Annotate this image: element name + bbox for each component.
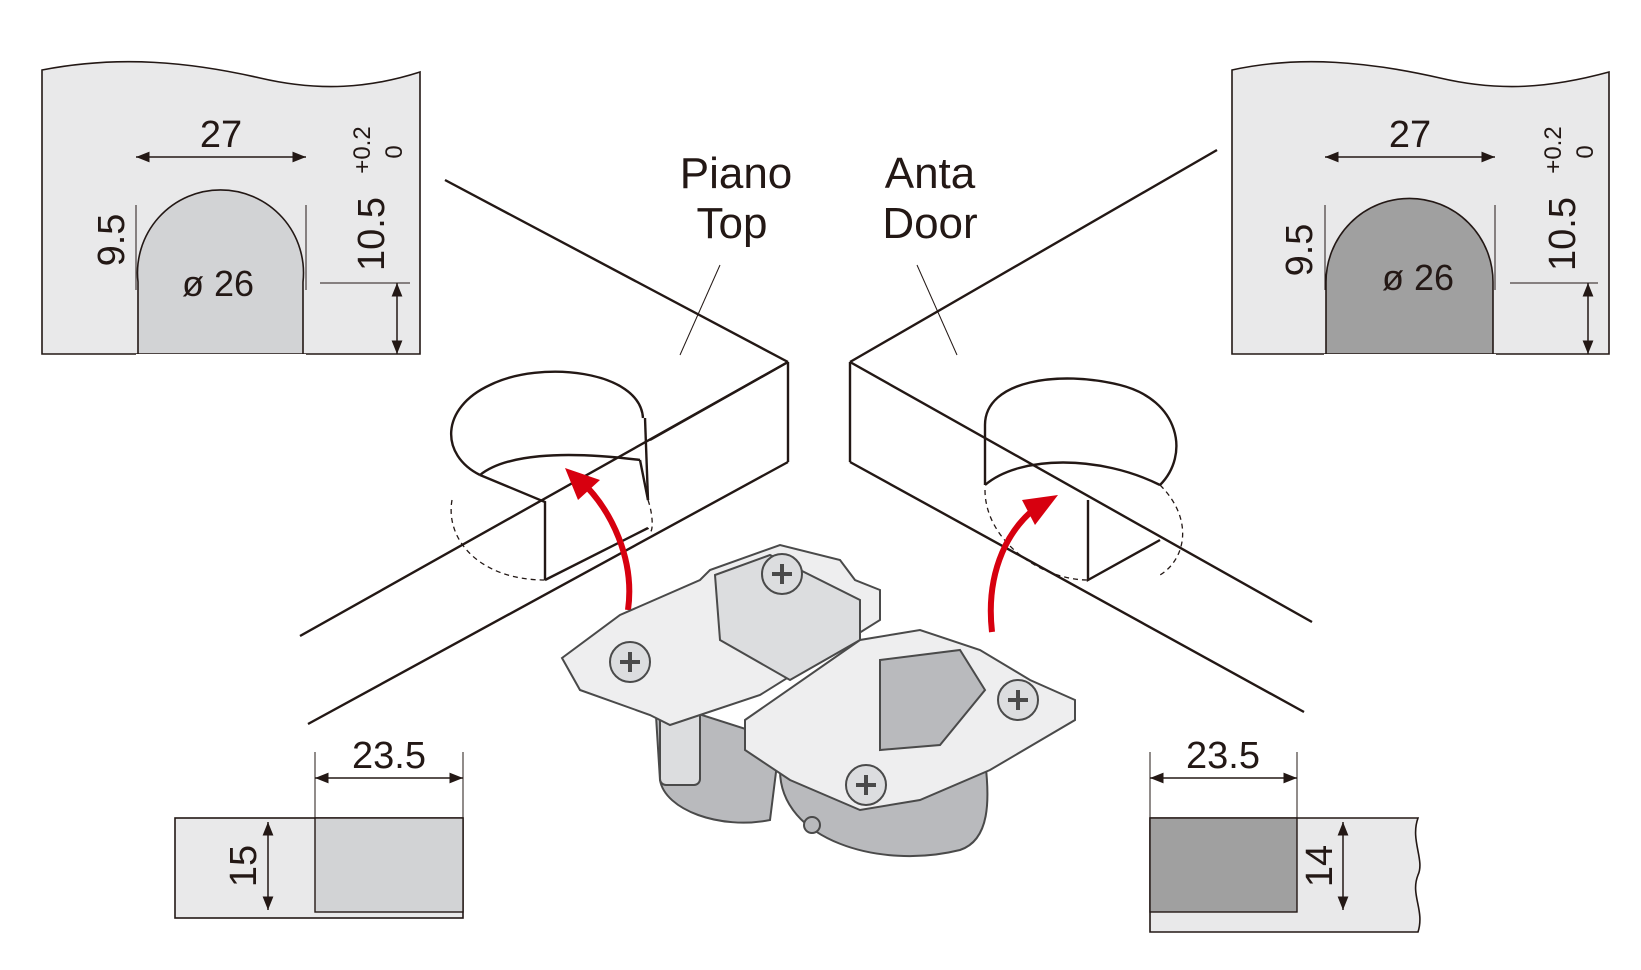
top-offset-dimension: 9.5 [91,214,133,267]
door-depth-tolerance-zero: 0 [1572,145,1599,158]
door-width-dimension: 27 [1389,114,1431,156]
top-section-width: 23.5 [352,735,426,777]
screw-icon [997,679,1039,721]
panel-labels: Piano Top Anta Door [679,149,978,356]
door-insert-arrowhead [1022,495,1058,525]
top-insert-arrowhead [565,468,600,500]
top-label-english: Top [697,199,768,248]
screw-icon [761,553,803,595]
door-insert-arrow [987,502,1042,633]
top-section-detail: 23.5 15 [174,735,464,919]
top-label-italian: Piano [680,149,793,198]
door-offset-dimension: 9.5 [1279,224,1321,277]
top-cup-hole [136,189,305,355]
door-label-english: Door [882,199,977,248]
top-depth-tolerance-plus: +0.2 [349,126,376,173]
top-board [299,178,790,726]
door-depth-tolerance-plus: +0.2 [1540,126,1567,173]
hinge-illustration [560,543,1076,857]
screw-icon [609,641,651,683]
top-bore-detail: 27 9.5 10.5 +0.2 0 ø 26 [41,60,421,364]
door-section-height: 14 [1299,845,1341,887]
door-board [848,148,1313,714]
door-cup-hole [1325,197,1494,355]
door-label-italian: Anta [885,149,976,198]
door-hole-diameter: ø 26 [1382,257,1454,298]
top-depth-dimension: 10.5 [351,197,393,271]
top-width-dimension: 27 [200,114,242,156]
door-section-detail: 23.5 14 [1149,735,1421,933]
door-bore-detail: 27 9.5 10.5 +0.2 0 ø 26 [1231,60,1610,364]
top-hole-diameter: ø 26 [182,263,254,304]
door-depth-dimension: 10.5 [1542,197,1584,271]
top-depth-tolerance-zero: 0 [381,145,408,158]
insertion-arrows [565,468,1058,633]
top-section-height: 15 [223,845,265,887]
screw-icon [845,764,887,806]
door-section-width: 23.5 [1186,735,1260,777]
top-insert-arrow [577,477,633,611]
